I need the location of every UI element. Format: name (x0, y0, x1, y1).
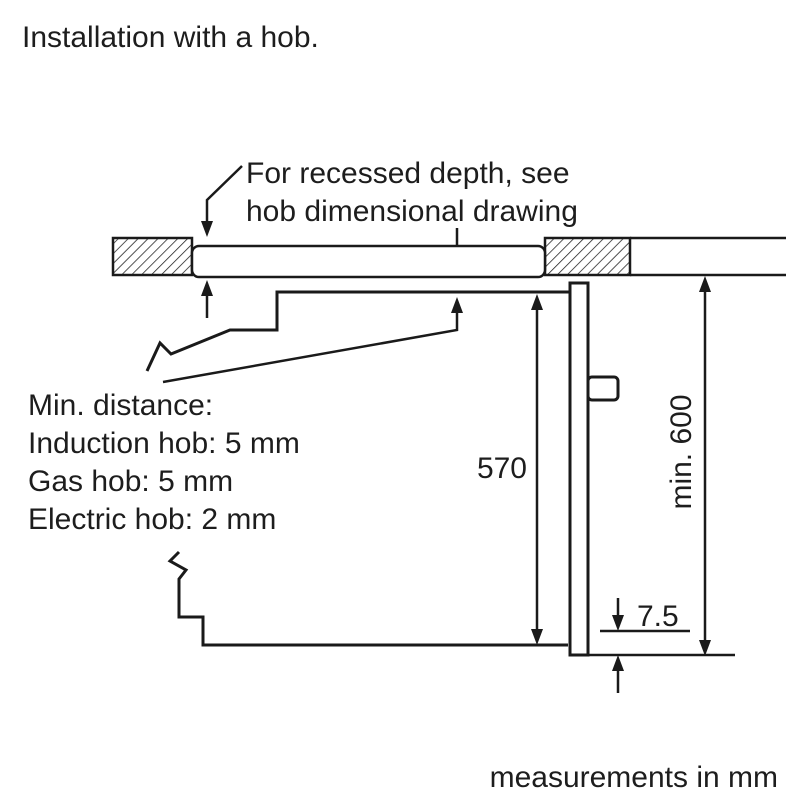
up-arrow-icon (612, 655, 624, 671)
cabinet-bottom-edge (167, 550, 568, 647)
down-arrow-icon (531, 629, 543, 645)
down-arrow-icon (699, 640, 711, 656)
countertop-left-section (111, 236, 194, 277)
min-distance-electric: Electric hob: 2 mm (28, 503, 276, 536)
dimension-min-600-label: min. 600 (665, 394, 698, 509)
up-arrow-icon (451, 297, 463, 313)
min-distance-heading: Min. distance: (28, 389, 213, 422)
min-distance-induction: Induction hob: 5 mm (28, 427, 300, 460)
oven-door-panel (568, 281, 590, 657)
recessed-depth-note-line1: For recessed depth, see (246, 157, 570, 190)
countertop (111, 236, 786, 277)
dimension-min-600: min. 600 (665, 276, 711, 656)
countertop-extension (630, 236, 786, 277)
oven-door-handle (586, 375, 620, 402)
dimension-570: 570 (477, 294, 543, 645)
up-arrow-icon (201, 280, 213, 296)
down-arrow-icon (201, 221, 213, 237)
page-title: Installation with a hob. (22, 21, 319, 54)
hob-tub (190, 244, 547, 279)
up-arrow-icon (699, 276, 711, 292)
oven-door (568, 281, 735, 657)
dimension-570-label: 570 (477, 452, 527, 485)
note-leader-line (205, 165, 243, 221)
down-arrow-icon (612, 615, 624, 631)
cabinet-top-edge (145, 290, 570, 372)
up-arrow-icon (531, 294, 543, 310)
min-distance-gas: Gas hob: 5 mm (28, 465, 233, 498)
dimension-7-5: 7.5 (612, 598, 679, 693)
door-bottom-reference-lines (588, 629, 735, 657)
recessed-depth-note-line2: hob dimensional drawing (246, 195, 578, 228)
measurements-note: measurements in mm (490, 761, 778, 794)
min-distance-leader (162, 313, 459, 384)
min-distance-block: Min. distance: Induction hob: 5 mm Gas h… (28, 389, 300, 536)
countertop-right-section (543, 236, 632, 277)
dimension-7-5-label: 7.5 (637, 600, 679, 633)
cabinet-outline (145, 290, 570, 647)
